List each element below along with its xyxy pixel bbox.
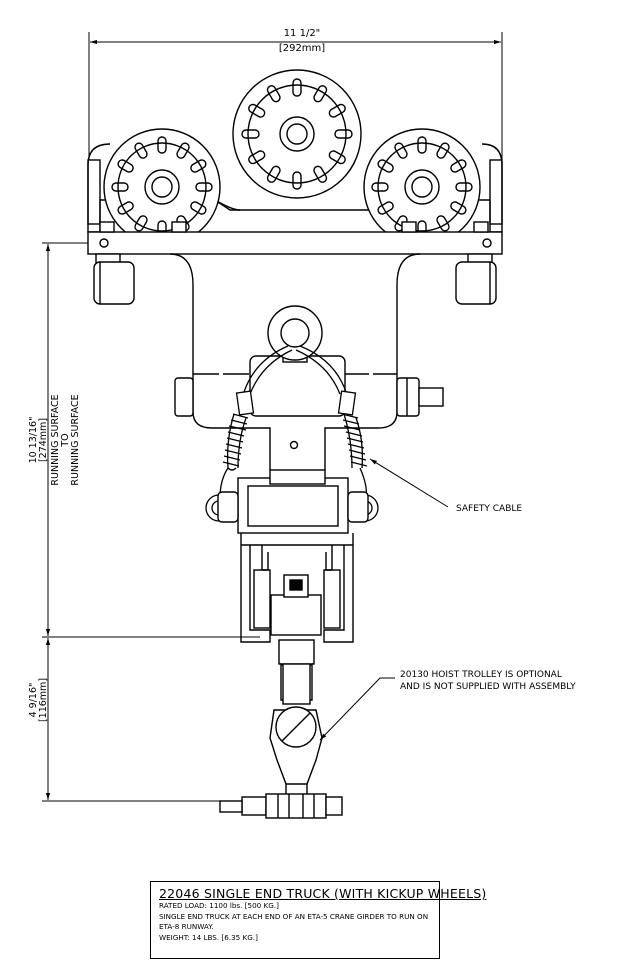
width-dimension: 11 1/2" [292mm]: [88, 28, 503, 160]
running-surface-imperial: 10 13/16": [28, 417, 39, 464]
title-block-title: 22046 SINGLE END TRUCK (WITH KICKUP WHEE…: [159, 886, 487, 901]
rated-load: RATED LOAD: 1100 lbs. [500 KG.]: [159, 901, 279, 910]
hoist-trolley-callout: 20130 HOIST TROLLEY IS OPTIONAL AND IS N…: [319, 670, 576, 741]
right-kickup-wheel: [455, 253, 497, 305]
clamp-assembly: [217, 469, 369, 534]
weight: WEIGHT: 14 LBS. [6.35 KG.]: [159, 932, 258, 942]
width-metric: [292mm]: [279, 43, 325, 54]
eye-bolt: [267, 305, 323, 363]
safety-cable-label: SAFETY CABLE: [456, 504, 522, 514]
running-surface-dimension: 10 13/16" [274mm] RUNNING SURFACE TO RUN…: [28, 242, 260, 638]
center-wheel: [232, 69, 362, 199]
description-line-1: SINGLE END TRUCK AT EACH END OF AN ETA-5…: [159, 911, 429, 921]
running-surface-metric: [274mm]: [38, 418, 49, 462]
left-wheel: [103, 128, 221, 246]
right-wheel: [363, 128, 481, 246]
running-surface-label-1: RUNNING SURFACE: [50, 394, 61, 485]
width-imperial: 11 1/2": [284, 28, 321, 39]
wheel-carrier-plate: [87, 143, 503, 233]
description-line-2: ETA-8 RUNWAY.: [159, 922, 214, 931]
lower-dimension: 4 9/16" [116mm]: [28, 638, 220, 802]
title-block: 22046 SINGLE END TRUCK (WITH KICKUP WHEE…: [150, 881, 487, 959]
hanger-bracket: [169, 253, 444, 470]
running-surface-label-2: TO: [60, 433, 71, 447]
left-kickup-wheel: [93, 253, 135, 305]
hoist-trolley-label-1: 20130 HOIST TROLLEY IS OPTIONAL: [400, 670, 562, 680]
lower-metric: [116mm]: [38, 678, 49, 722]
hoist-trolley: [219, 662, 343, 819]
running-surface-label-3: RUNNING SURFACE: [70, 394, 81, 485]
track-section: [240, 533, 354, 665]
lower-imperial: 4 9/16": [28, 683, 39, 718]
safety-cable-callout: SAFETY CABLE: [369, 458, 522, 514]
hoist-trolley-label-2: AND IS NOT SUPPLIED WITH ASSEMBLY: [400, 682, 576, 692]
